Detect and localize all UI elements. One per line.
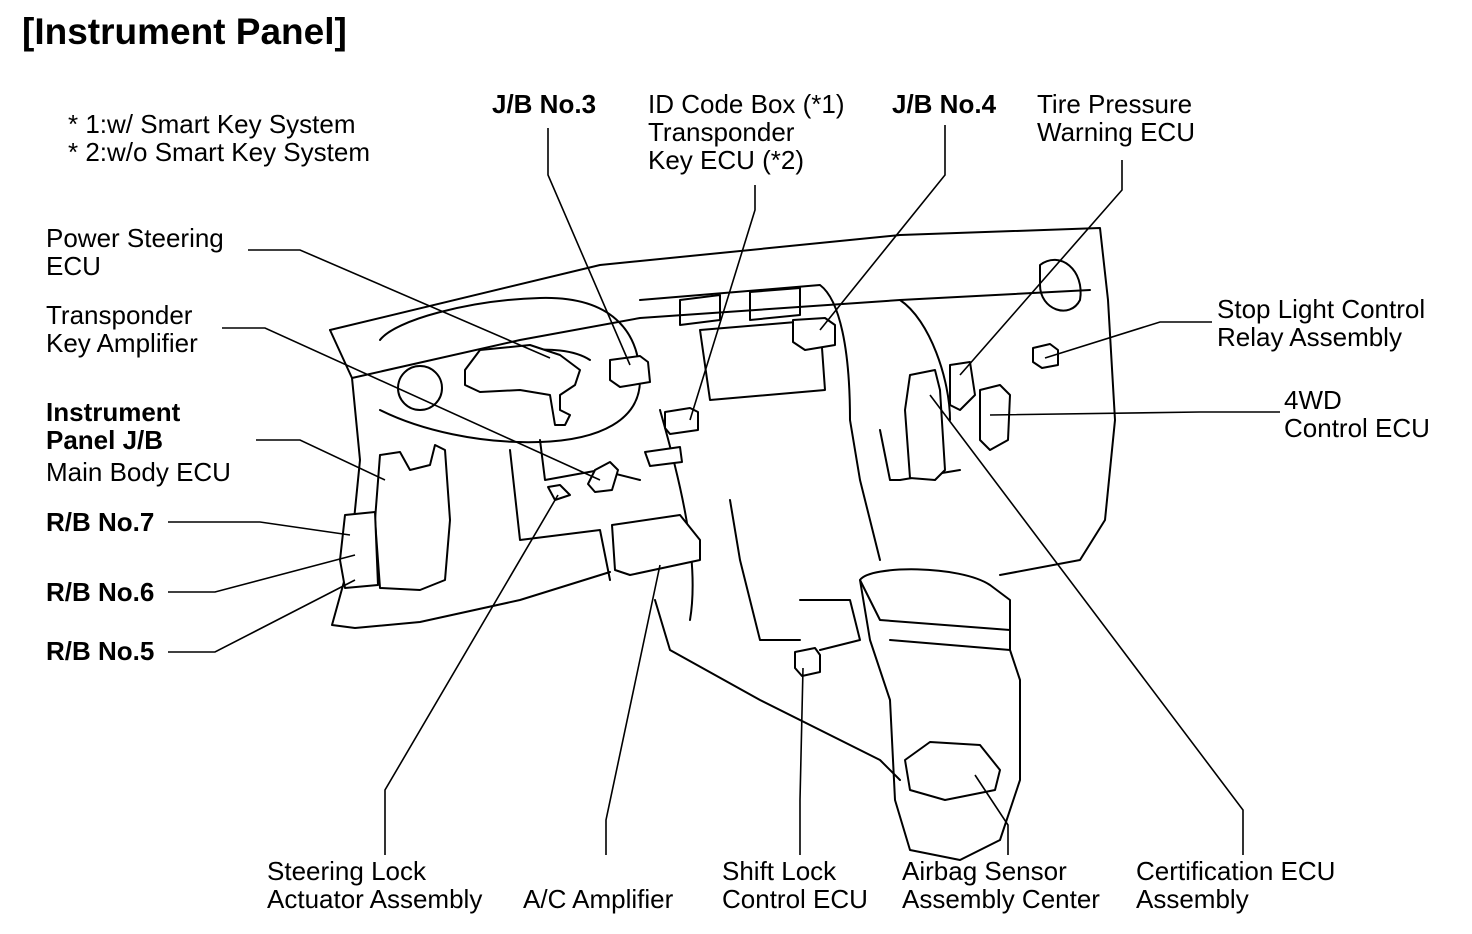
dashboard-art bbox=[329, 227, 1116, 861]
label-jb4: J/B No.4 bbox=[892, 89, 997, 119]
key-ecu-part bbox=[644, 446, 683, 467]
note-no-smart-key: * 2:w/o Smart Key System bbox=[68, 137, 370, 167]
label-airbag-line1: Airbag Sensor bbox=[902, 856, 1067, 886]
label-stop-light-line1: Stop Light Control bbox=[1217, 294, 1426, 324]
shift-lock-part bbox=[794, 647, 821, 677]
transponder-amp-part bbox=[587, 461, 619, 493]
label-instrument-jb: Instrument Panel J/B bbox=[46, 398, 180, 454]
label-stop-light: Stop Light Control Relay Assembly bbox=[1217, 295, 1425, 351]
jb4-part bbox=[792, 317, 836, 351]
fourwd-ecu-part bbox=[979, 384, 1011, 451]
ac-amplifier-part bbox=[611, 514, 701, 576]
label-power-steering-line2: ECU bbox=[46, 251, 101, 281]
label-transponder-amp-line2: Key Amplifier bbox=[46, 328, 198, 358]
label-steering-lock-line1: Steering Lock bbox=[267, 856, 426, 886]
label-shift-lock-line1: Shift Lock bbox=[722, 856, 837, 886]
label-shift-lock: Shift Lock Control ECU bbox=[722, 857, 868, 913]
label-certification: Certification ECU Assembly bbox=[1136, 857, 1335, 913]
label-transponder-amp-line1: Transponder bbox=[46, 300, 193, 330]
label-ac-amp: A/C Amplifier bbox=[523, 884, 674, 914]
label-id-code-box: ID Code Box (*1) Transponder Key ECU (*2… bbox=[648, 90, 845, 174]
label-instrument-jb-line2: Panel J/B bbox=[46, 425, 164, 455]
notes: * 1:w/ Smart Key System * 2:w/o Smart Ke… bbox=[68, 110, 370, 166]
label-4wd-line2: Control ECU bbox=[1284, 413, 1430, 443]
rb-stack-part bbox=[339, 511, 379, 589]
jb3-part bbox=[609, 355, 651, 388]
label-rb7: R/B No.7 bbox=[46, 507, 155, 537]
label-rb5: R/B No.5 bbox=[46, 636, 155, 666]
label-airbag-line2: Assembly Center bbox=[902, 884, 1100, 914]
label-steering-lock: Steering Lock Actuator Assembly bbox=[267, 857, 482, 913]
label-id-code-box-line3: Key ECU (*2) bbox=[648, 145, 805, 175]
label-rb6: R/B No.6 bbox=[46, 577, 155, 607]
label-id-code-box-line2: Transponder bbox=[648, 117, 795, 147]
label-certification-line2: Assembly bbox=[1136, 884, 1249, 914]
airbag-sensor-part bbox=[904, 741, 1001, 801]
components bbox=[339, 317, 1059, 801]
label-shift-lock-line2: Control ECU bbox=[722, 884, 868, 914]
label-power-steering: Power Steering ECU bbox=[46, 224, 224, 280]
note-smart-key: * 1:w/ Smart Key System bbox=[68, 109, 356, 139]
label-jb3: J/B No.3 bbox=[492, 89, 597, 119]
label-stop-light-line2: Relay Assembly bbox=[1217, 322, 1402, 352]
cert-ecu-part bbox=[904, 369, 946, 481]
label-id-code-box-line1: ID Code Box (*1) bbox=[648, 89, 845, 119]
stop-light-relay-part bbox=[1032, 343, 1059, 369]
id-code-box-part bbox=[664, 407, 699, 435]
label-main-body-ecu: Main Body ECU bbox=[46, 457, 231, 487]
page-title: [Instrument Panel] bbox=[22, 11, 347, 52]
tire-pressure-part bbox=[949, 361, 976, 411]
label-instrument-jb-line1: Instrument bbox=[46, 397, 181, 427]
instrument-jb-part bbox=[374, 444, 451, 591]
label-airbag: Airbag Sensor Assembly Center bbox=[902, 857, 1100, 913]
label-tire-pressure-line2: Warning ECU bbox=[1037, 117, 1195, 147]
label-power-steering-line1: Power Steering bbox=[46, 223, 224, 253]
steering-lock-part bbox=[547, 484, 571, 501]
label-4wd: 4WD Control ECU bbox=[1284, 386, 1430, 442]
label-certification-line1: Certification ECU bbox=[1136, 856, 1336, 886]
power-steering-ecu-part bbox=[464, 344, 581, 426]
label-transponder-amp: Transponder Key Amplifier bbox=[46, 301, 198, 357]
label-4wd-line1: 4WD bbox=[1284, 385, 1342, 415]
label-tire-pressure-line1: Tire Pressure bbox=[1037, 89, 1193, 119]
leader-lines bbox=[168, 125, 1280, 855]
label-tire-pressure: Tire Pressure Warning ECU bbox=[1037, 90, 1195, 146]
label-steering-lock-line2: Actuator Assembly bbox=[267, 884, 483, 914]
